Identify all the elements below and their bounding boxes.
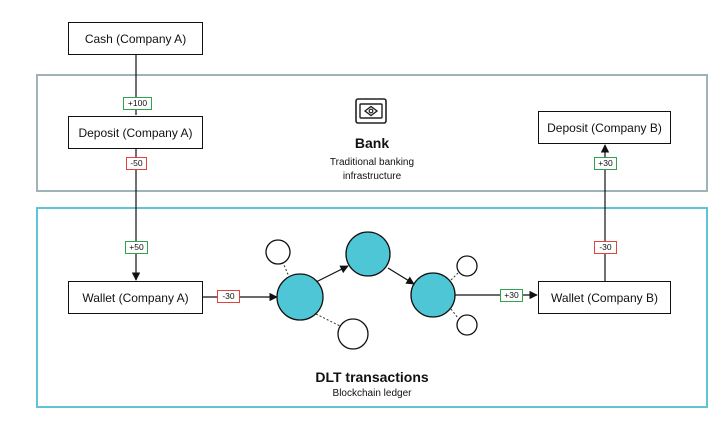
flow-tag-plus-30-deposit-b: +30	[594, 157, 617, 170]
peer-node	[337, 318, 369, 350]
flow-tag-minus-50: -50	[126, 157, 147, 170]
dlt-title: DLT transactions	[315, 369, 429, 385]
peer-node	[456, 314, 478, 336]
ledger-node	[410, 272, 456, 318]
peer-link	[450, 272, 459, 281]
deposit-company-b-box: Deposit (Company B)	[538, 111, 671, 144]
bank-note-icon	[355, 98, 387, 124]
flow-tag-minus-30-wallet-a: -30	[217, 290, 240, 303]
bank-region	[36, 74, 708, 192]
ledger-node	[345, 231, 391, 277]
edge-ledger-1-to-2	[315, 265, 349, 283]
peer-node	[265, 239, 291, 265]
flow-tag-plus-100: +100	[123, 97, 152, 110]
wallet-company-a-box: Wallet (Company A)	[68, 281, 203, 314]
bank-subtitle: Traditional banking infrastructure	[302, 156, 442, 184]
edge-ledger-2-to-3	[387, 267, 415, 285]
flow-tag-plus-30-wallet-b: +30	[500, 289, 523, 302]
bank-subtitle-line-1: Traditional banking	[329, 157, 415, 168]
ledger-node	[276, 273, 324, 321]
peer-link	[315, 313, 341, 327]
peer-node	[456, 255, 478, 277]
peer-link	[450, 308, 459, 319]
deposit-company-a-box: Deposit (Company A)	[68, 116, 203, 149]
bank-title: Bank	[354, 135, 390, 151]
bank-subtitle-line-2: infrastructure	[342, 171, 402, 182]
wallet-company-b-box: Wallet (Company B)	[538, 281, 671, 314]
dlt-region	[36, 207, 708, 408]
flow-tag-plus-50: +50	[125, 241, 148, 254]
dlt-subtitle: Blockchain ledger	[332, 388, 412, 399]
flow-tag-minus-30-wallet-b: -30	[594, 241, 617, 254]
cash-company-a-box: Cash (Company A)	[68, 22, 203, 55]
